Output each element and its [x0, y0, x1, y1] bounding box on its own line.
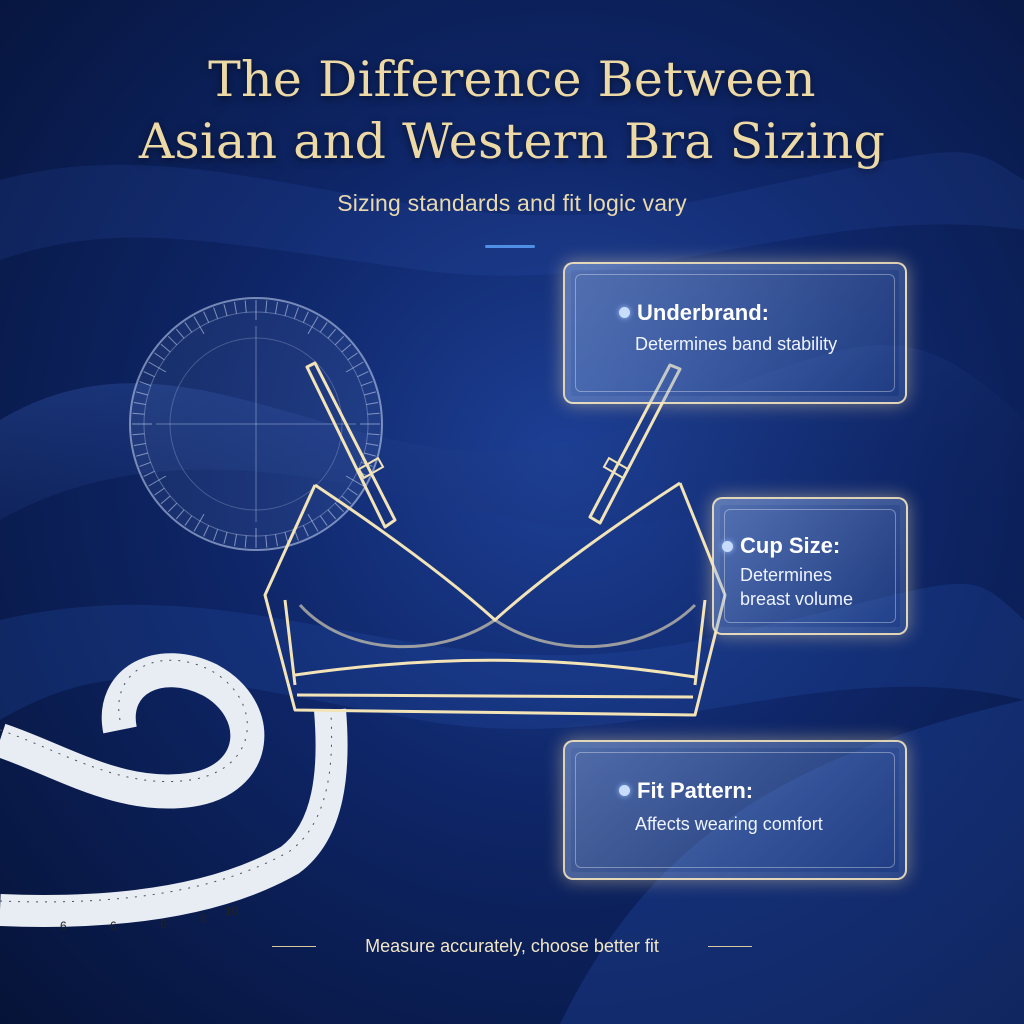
protractor-tick [319, 515, 328, 526]
bullet-icon [619, 785, 630, 796]
protractor-tick [139, 381, 151, 387]
protractor-tick [184, 515, 193, 526]
protractor-tick [274, 301, 279, 314]
protractor-tick [265, 535, 268, 548]
bullet-icon [722, 541, 733, 552]
protractor-tick [367, 412, 380, 415]
protractor-tick [167, 502, 178, 513]
footer-rule-left [272, 946, 316, 947]
protractor-tick [133, 442, 146, 447]
title-line-2: Asian and Western Bra Sizing [138, 113, 886, 170]
tape-mark: 8 [200, 911, 207, 925]
protractor-tick [139, 461, 151, 467]
protractor-tick [361, 381, 373, 387]
protractor-tick [307, 316, 319, 335]
protractor-tick [148, 361, 167, 373]
protractor-tick [154, 352, 165, 361]
protractor-tick [167, 335, 178, 346]
protractor-tick [244, 300, 247, 313]
protractor-tick [302, 311, 309, 323]
protractor-tick [154, 487, 165, 496]
protractor-tick [136, 391, 148, 396]
card-heading: Underbrand: [637, 300, 769, 325]
protractor-tick [364, 391, 376, 396]
card-description: Determines breast volume [740, 565, 854, 609]
protractor-tick [203, 311, 210, 323]
protractor-tick [223, 532, 228, 544]
card-heading: Fit Pattern: [637, 778, 754, 803]
protractor-tick [233, 301, 238, 314]
protractor-tick [193, 513, 205, 532]
protractor-tick [364, 452, 376, 457]
protractor-tick [143, 470, 155, 477]
protractor-tick [327, 509, 337, 520]
protractor-tick [175, 509, 185, 520]
protractor-tick [175, 328, 185, 339]
protractor-tick [345, 475, 364, 487]
protractor-tick [347, 487, 358, 496]
protractor-tick [284, 304, 289, 316]
title-line-1: The Difference Between [208, 51, 816, 108]
tape-mark: 6 [60, 919, 67, 933]
protractor-tick [265, 300, 268, 313]
protractor-tick [367, 433, 380, 436]
accent-divider [485, 245, 535, 248]
bra-outline-icon [263, 361, 727, 717]
protractor-tick [193, 316, 205, 335]
protractor-tick [213, 529, 219, 541]
subtitle: Sizing standards and fit logic vary [337, 190, 687, 216]
tape-mark: 6 [160, 917, 167, 931]
protractor-tick [319, 322, 328, 333]
protractor-tick [213, 307, 219, 319]
protractor-tick [160, 495, 171, 505]
protractor-tick [307, 513, 319, 532]
protractor-tick [341, 343, 352, 353]
protractor-tick [366, 401, 379, 406]
card-description: Affects wearing comfort [635, 814, 823, 834]
protractor-tick [233, 534, 238, 547]
card-heading: Cup Size: [740, 533, 841, 558]
card-description: Determines band stability [635, 334, 838, 354]
protractor-tick [347, 352, 358, 361]
protractor-tick [148, 475, 167, 487]
protractor-tick [143, 371, 155, 378]
protractor-tick [184, 322, 193, 333]
protractor-tick [341, 495, 352, 505]
footer-tagline: Measure accurately, choose better fit [365, 936, 659, 956]
info-card-cup-size: Cup Size: Determines breast volume [712, 497, 908, 635]
protractor-tick [334, 335, 345, 346]
protractor-tick [244, 535, 247, 548]
protractor-tick [274, 534, 279, 547]
protractor-tick [160, 343, 171, 353]
protractor-tick [136, 452, 148, 457]
protractor-tick [132, 433, 145, 436]
protractor-tick [203, 525, 210, 537]
footer-rule-right [708, 946, 752, 947]
info-card-underband: Underbrand: Determines band stability [563, 262, 907, 404]
tape-mark: 10 [225, 904, 239, 918]
protractor-tick [223, 304, 228, 316]
info-card-fit-pattern: Fit Pattern: Affects wearing comfort [563, 740, 907, 880]
protractor-tick [345, 361, 364, 373]
protractor-tick [357, 371, 369, 378]
bullet-icon [619, 307, 630, 318]
measuring-tape-icon: 6 6 6 8 10 [0, 653, 348, 933]
protractor-tick [334, 502, 345, 513]
protractor-tick [293, 307, 299, 319]
protractor-tick [132, 412, 145, 415]
protractor-tick [366, 442, 379, 447]
protractor-tick [133, 401, 146, 406]
protractor-tick [327, 328, 337, 339]
tape-mark: 6 [110, 919, 117, 933]
protractor-tick [302, 525, 309, 537]
